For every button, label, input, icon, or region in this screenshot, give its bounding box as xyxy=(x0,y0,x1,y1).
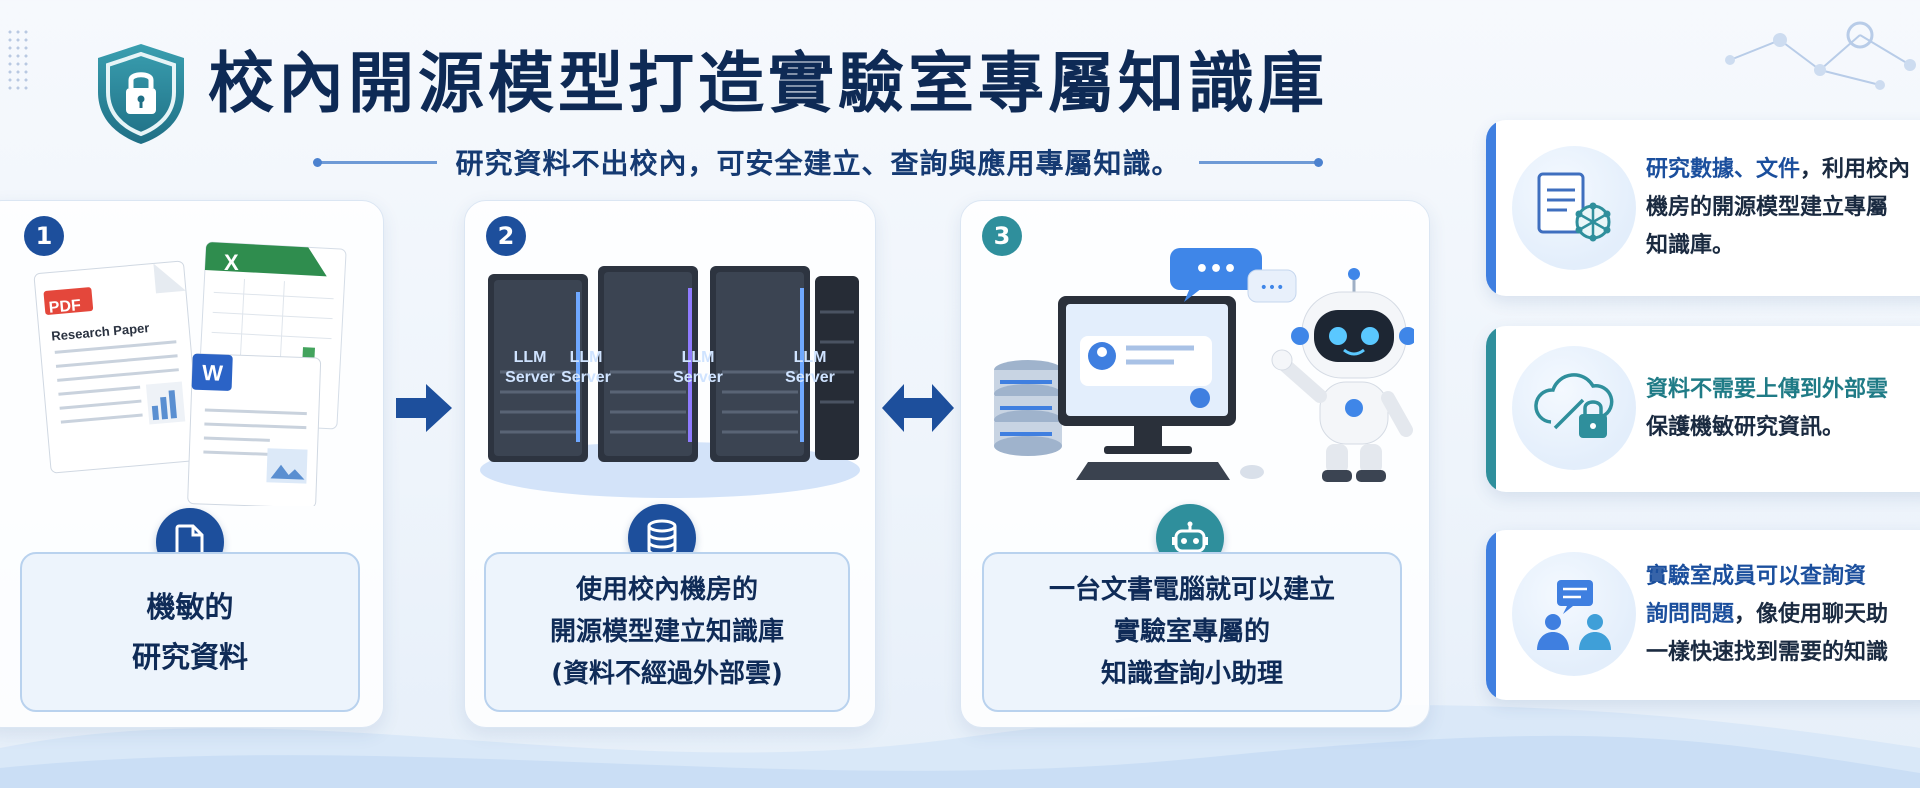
step-3-badge: 3 xyxy=(982,216,1022,256)
panel-3-stripe xyxy=(1486,530,1496,700)
panel-3-line-3: 一樣快速找到需要的知識 xyxy=(1646,634,1920,672)
step-2-caption-line-3: (資料不經過外部雲) xyxy=(551,659,783,689)
step-1-caption-line-2: 研究資料 xyxy=(131,640,248,674)
server-label-4: LLM Server xyxy=(770,348,850,388)
server-label-1-line-2: Server xyxy=(505,369,555,386)
panel-2-text: 資料不需要上傳到外部雲 保護機敏研究資訊。 xyxy=(1646,326,1920,492)
benefit-panel-2: 資料不需要上傳到外部雲 保護機敏研究資訊。 xyxy=(1486,326,1920,492)
panel-2-line-2: 保護機敏研究資訊。 xyxy=(1646,409,1920,447)
cloud-lock-icon xyxy=(1512,346,1636,470)
servers-illustration xyxy=(480,266,860,498)
pdf-tag: PDF xyxy=(48,297,82,317)
server-label-2-line-1: LLM xyxy=(569,349,603,366)
panel-2-line-1-highlight: 資料不需要上傳到外部雲 xyxy=(1646,377,1889,402)
panel-3-line-1-highlight: 實驗室成員可以查詢資 xyxy=(1646,564,1867,589)
word-tag: W xyxy=(202,360,224,386)
excel-tag: X xyxy=(224,250,239,275)
step-2-caption: 使用校內機房的 開源模型建立知識庫 (資料不經過外部雲) xyxy=(484,552,850,712)
subtitle-left-line xyxy=(313,157,438,167)
network-decoration xyxy=(1725,21,1916,90)
server-label-3: LLM Server xyxy=(658,348,738,388)
step-2-badge: 2 xyxy=(486,216,526,256)
step-1-caption: 機敏的 研究資料 xyxy=(20,552,360,712)
step-3-caption-line-2: 實驗室專屬的 xyxy=(1113,617,1270,647)
subtitle-right-line xyxy=(1198,157,1323,167)
panel-1-line-2: 機房的開源模型建立專屬 xyxy=(1646,189,1920,227)
panel-1-text: 研究數據、文件，利用校內 機房的開源模型建立專屬 知識庫。 xyxy=(1646,120,1920,296)
panel-1-line-3: 知識庫。 xyxy=(1646,227,1920,265)
server-label-3-line-1: LLM xyxy=(681,349,715,366)
server-label-4-line-1: LLM xyxy=(793,349,827,366)
panel-1-line-1-highlight: 研究數據、文件 xyxy=(1646,157,1801,182)
server-label-1-line-1: LLM xyxy=(513,349,547,366)
panel-1-line-1-rest: ，利用校內 xyxy=(1800,157,1911,182)
server-label-3-line-2: Server xyxy=(673,369,723,386)
computer-robot-illustration: ••• ••• xyxy=(994,248,1414,482)
panel-2-line-2-rest: 保護機敏研究資訊。 xyxy=(1646,415,1845,440)
chat-bubble-small-text: ••• xyxy=(1260,280,1285,296)
people-chat-icon xyxy=(1512,552,1636,676)
panel-3-line-2: 詢問問題，像使用聊天助 xyxy=(1646,596,1920,634)
server-label-2-line-2: Server xyxy=(561,369,611,386)
subtitle-row: 研究資料不出校內，可安全建立、查詢與應用專屬知識。 xyxy=(228,142,1408,182)
arrow-right-icon xyxy=(396,384,452,432)
panel-1-stripe xyxy=(1486,120,1496,296)
step-1-caption-line-1: 機敏的 xyxy=(146,590,234,624)
chat-bubble-text: ••• xyxy=(1195,257,1237,282)
panel-1-line-1: 研究數據、文件，利用校內 xyxy=(1646,151,1920,189)
panel-2-line-1: 資料不需要上傳到外部雲 xyxy=(1646,371,1920,409)
document-network-icon xyxy=(1512,146,1636,270)
step-1-badge: 1 xyxy=(24,216,64,256)
decorative-dots xyxy=(6,28,30,92)
page-subtitle: 研究資料不出校內，可安全建立、查詢與應用專屬知識。 xyxy=(455,147,1181,180)
step-2-caption-line-2: 開源模型建立知識庫 xyxy=(549,617,784,647)
step-2-caption-line-1: 使用校內機房的 xyxy=(575,575,758,605)
benefit-panel-1: 研究數據、文件，利用校內 機房的開源模型建立專屬 知識庫。 xyxy=(1486,120,1920,296)
panel-1-line-2-rest: 機房的開源模型建立專屬 xyxy=(1646,195,1889,220)
panel-2-stripe xyxy=(1486,326,1496,492)
step-3-caption-line-3: 知識查詢小助理 xyxy=(1100,659,1283,689)
page-title: 校內開源模型打造實驗室專屬知識庫 xyxy=(208,45,1328,122)
step-3-caption: 一台文書電腦就可以建立 實驗室專屬的 知識查詢小助理 xyxy=(982,552,1402,712)
panel-3-line-1: 實驗室成員可以查詢資 xyxy=(1646,558,1920,596)
panel-1-line-3-rest: 知識庫。 xyxy=(1646,233,1735,258)
documents-illustration: X PDF Research Paper W xyxy=(33,241,347,506)
benefit-panel-3: 實驗室成員可以查詢資 詢問問題，像使用聊天助 一樣快速找到需要的知識 xyxy=(1486,530,1920,700)
panel-3-text: 實驗室成員可以查詢資 詢問問題，像使用聊天助 一樣快速找到需要的知識 xyxy=(1646,530,1920,700)
server-label-2: LLM Server xyxy=(546,348,626,388)
server-label-4-line-2: Server xyxy=(785,369,835,386)
double-arrow-icon xyxy=(882,384,954,432)
step-3-caption-line-1: 一台文書電腦就可以建立 xyxy=(1048,575,1335,605)
server-label-1: LLM Server xyxy=(490,348,570,388)
panel-3-line-2-rest: ，像使用聊天助 xyxy=(1734,602,1889,627)
panel-3-line-2-highlight: 詢問問題 xyxy=(1646,602,1735,627)
panel-3-line-3-rest: 一樣快速找到需要的知識 xyxy=(1646,640,1889,665)
shield-lock-icon xyxy=(98,44,184,144)
